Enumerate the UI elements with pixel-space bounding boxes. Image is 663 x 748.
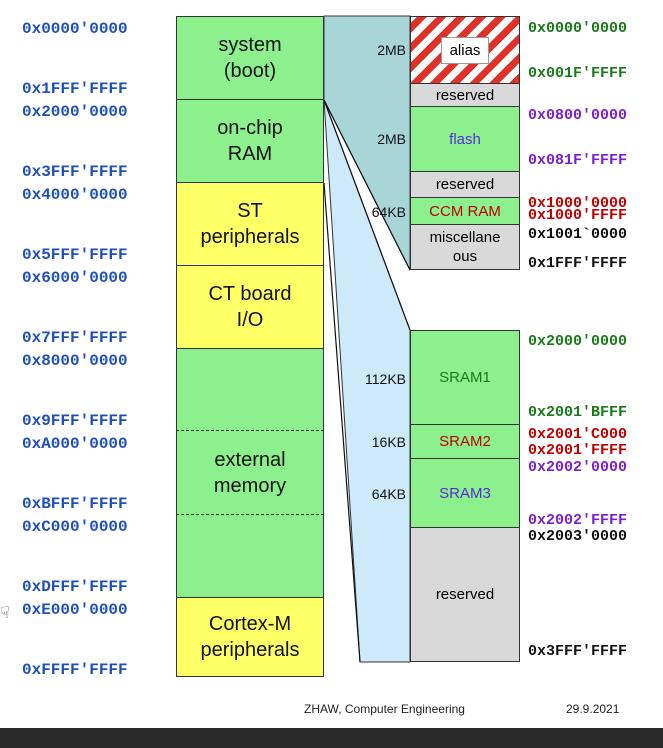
detail-address: 0x2003'0000	[528, 528, 628, 545]
size-label: 64KB	[371, 204, 406, 220]
left-address: 0xFFFF'FFFF	[22, 661, 128, 679]
detail-address: 0x081F'FFFF	[528, 152, 628, 169]
detail-address: 0x0800'0000	[528, 107, 628, 124]
detail-address: 0x1000'0000	[528, 195, 628, 212]
block-sram3: SRAM3	[410, 458, 520, 528]
block-sram2: SRAM2	[410, 424, 520, 459]
left-address: 0xC000'0000	[22, 518, 128, 536]
footer-text: ZHAW, Computer Engineering	[304, 702, 465, 716]
size-label: 16KB	[371, 434, 406, 450]
wedge-line-a	[323, 99, 411, 271]
detail-address: 0x2001'BFFF	[528, 404, 628, 421]
cursor-icon: ☟	[0, 605, 10, 622]
size-label: 112KB	[365, 371, 406, 387]
detail-address: 0x2002'FFFF	[528, 512, 628, 529]
block-st-peripherals: ST peripherals	[176, 182, 324, 266]
block-system-boot: system (boot)	[176, 16, 324, 100]
detail-address: 0x2002'0000	[528, 459, 628, 476]
left-address: 0x7FFF'FFFF	[22, 329, 128, 347]
footer-date: 29.9.2021	[566, 702, 620, 716]
alias-label: alias	[440, 36, 490, 64]
left-address: 0x6000'0000	[22, 269, 128, 287]
detail-address: 0x1000'FFFF	[528, 207, 628, 224]
wedge-line-c	[323, 182, 361, 663]
block-ct-board-io: CT board I/O	[176, 265, 324, 349]
detail-address: 0x2001'C000	[528, 426, 628, 443]
block-onchip-ram: on-chip RAM	[176, 99, 324, 183]
block-reserved-1: reserved	[410, 83, 520, 107]
left-address: 0xA000'0000	[22, 435, 128, 453]
detail-address: 0x3FFF'FFFF	[528, 643, 628, 660]
left-address: 0x1FFF'FFFF	[22, 80, 128, 98]
block-cortex-peripherals: Cortex-M peripherals	[176, 597, 324, 677]
detail-address: 0x2001'FFFF	[528, 442, 628, 459]
detail-address: 0x2000'0000	[528, 333, 628, 350]
block-reserved-2: reserved	[410, 171, 520, 198]
left-address: 0xDFFF'FFFF	[22, 578, 128, 596]
left-address: 0x3FFF'FFFF	[22, 163, 128, 181]
wedge-line-b	[323, 99, 411, 331]
left-address: 0x2000'0000	[22, 103, 128, 121]
block-sram1: SRAM1	[410, 330, 520, 425]
block-ccm-ram: CCM RAM	[410, 197, 520, 225]
block-flash: flash	[410, 106, 520, 172]
divider	[176, 430, 324, 431]
detail-address: 0x001F'FFFF	[528, 65, 628, 82]
detail-address: 0x0000'0000	[528, 20, 628, 37]
left-address: 0x4000'0000	[22, 186, 128, 204]
size-label: 2MB	[377, 42, 406, 58]
size-label: 64KB	[371, 486, 406, 502]
block-external-memory: external memory	[176, 348, 324, 598]
size-label: 2MB	[377, 131, 406, 147]
left-address: 0x0000'0000	[22, 20, 128, 38]
left-address: 0x8000'0000	[22, 352, 128, 370]
divider	[176, 514, 324, 515]
left-address: 0xBFFF'FFFF	[22, 495, 128, 513]
block-alias: alias	[410, 16, 520, 84]
left-address: 0x9FFF'FFFF	[22, 412, 128, 430]
left-address: 0x5FFF'FFFF	[22, 246, 128, 264]
detail-address: 0x1FFF'FFFF	[528, 255, 628, 272]
left-address: 0xE000'0000	[22, 601, 128, 619]
block-reserved-bottom: reserved	[410, 527, 520, 662]
footer-bar	[0, 728, 663, 748]
detail-address: 0x1001`0000	[528, 226, 628, 243]
block-miscellaneous: miscellane ous	[410, 224, 520, 270]
